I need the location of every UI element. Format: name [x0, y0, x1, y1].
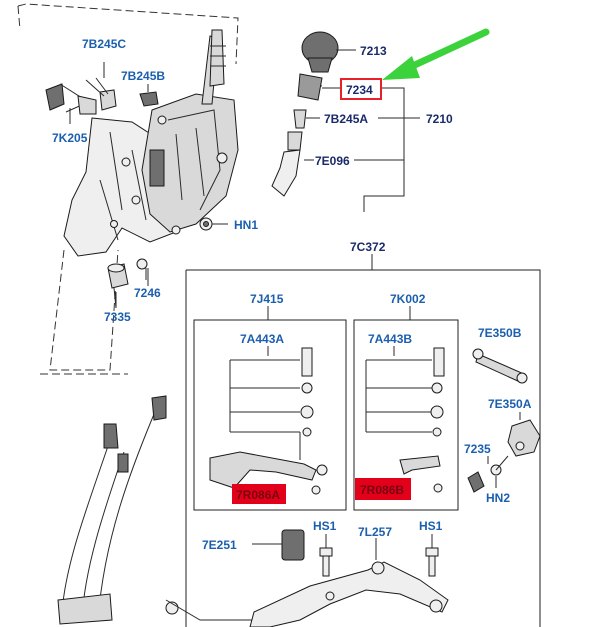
highlight-box-7234 — [340, 78, 382, 100]
label-7C372: 7C372 — [350, 240, 386, 254]
link-7e350b-drawing — [472, 348, 528, 384]
label-7B245A: 7B245A — [324, 112, 368, 126]
bushing-7335-7246-drawing — [107, 258, 148, 309]
lever-7e350a-drawing — [507, 412, 541, 457]
label-7E350A: 7E350A — [488, 397, 532, 411]
label-7E350B: 7E350B — [478, 326, 522, 340]
gear-knob-drawing — [301, 31, 339, 73]
label-7210: 7210 — [426, 112, 453, 126]
bolt-hs1-left-drawing — [319, 534, 333, 577]
label-7A443A: 7A443A — [240, 332, 284, 346]
label-7234: 7234 — [346, 83, 373, 97]
label-7235: 7235 — [464, 442, 491, 456]
label-7246: 7246 — [134, 286, 161, 300]
leader-lines-top — [69, 49, 420, 308]
spring-7234-drawing — [297, 73, 323, 101]
redacted-box-7R086A — [232, 484, 286, 504]
dashed-outline — [17, 3, 239, 375]
bracket-7l257-drawing — [249, 538, 449, 627]
label-7R086B: 7R086B — [360, 483, 404, 497]
label-7K205: 7K205 — [52, 131, 88, 145]
pin-7k205-drawing — [45, 83, 97, 115]
box-7k002 — [353, 306, 459, 511]
shifter-bracket-drawing — [63, 29, 239, 257]
shift-cable-drawing — [57, 395, 300, 625]
label-7B245B: 7B245B — [121, 69, 165, 83]
clip-7235-hn2-drawing — [467, 455, 509, 493]
label-7J415: 7J415 — [250, 292, 284, 306]
label-7A443B: 7A443B — [368, 332, 412, 346]
label-7E251: 7E251 — [202, 538, 237, 552]
label-7K002: 7K002 — [390, 292, 426, 306]
clip-7b245c-drawing — [85, 77, 117, 111]
label-HS1-left: HS1 — [313, 519, 337, 533]
label-7L257: 7L257 — [358, 525, 392, 539]
label-7E096: 7E096 — [315, 154, 350, 168]
label-HS1-right: HS1 — [419, 519, 443, 533]
bushing-7e251-drawing — [252, 529, 305, 561]
box-7j415 — [193, 306, 347, 511]
label-7R086A: 7R086A — [236, 488, 280, 502]
label-7335: 7335 — [104, 310, 131, 324]
redacted-box-7R086B — [355, 478, 411, 500]
bolt-hs1-right-drawing — [425, 534, 439, 577]
label-HN1: HN1 — [234, 218, 258, 232]
label-HN2: HN2 — [486, 491, 510, 505]
bushing-7b245b-drawing — [139, 91, 159, 107]
label-7B245C: 7B245C — [82, 37, 126, 51]
green-arrow — [382, 28, 490, 80]
label-7213: 7213 — [360, 44, 387, 58]
lever-7e096-drawing — [271, 109, 307, 197]
box-7c372 — [185, 254, 541, 627]
